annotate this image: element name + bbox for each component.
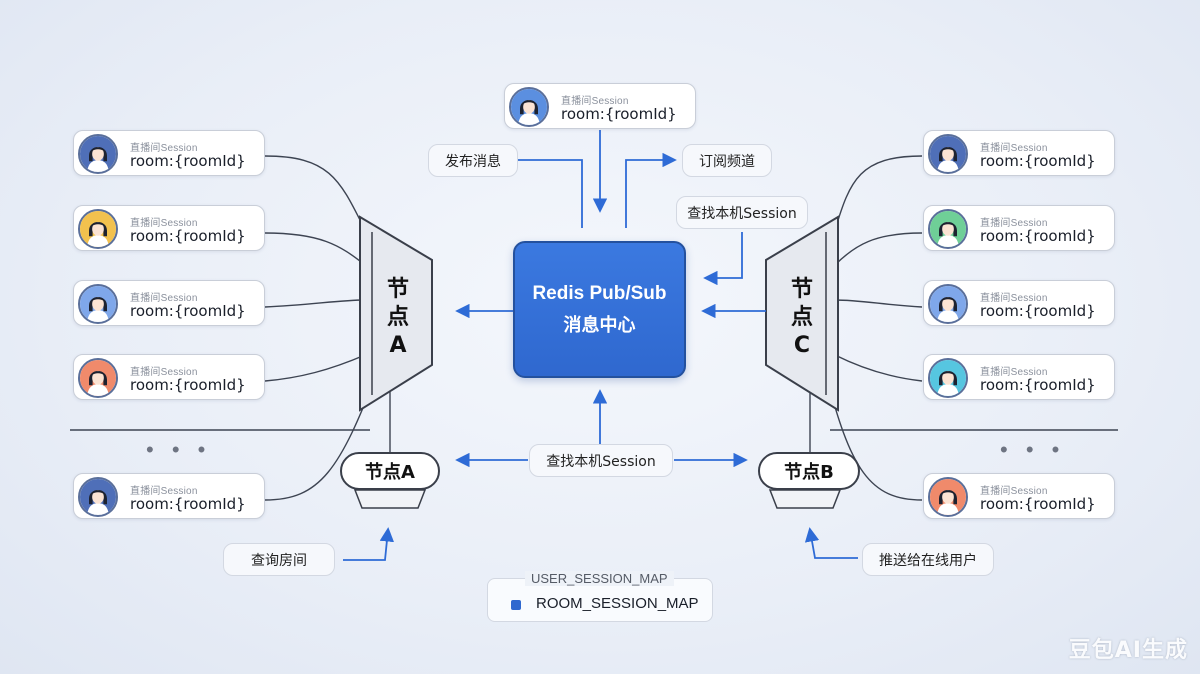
session-card-right-5[interactable]: 直播间Session room:{roomId} — [923, 473, 1115, 519]
user-avatar-icon — [78, 477, 118, 517]
session-card-top[interactable]: 直播间Session room:{roomId} — [504, 83, 696, 129]
blue-arrows — [343, 130, 858, 561]
node-c-label: 节 点 C — [790, 277, 813, 358]
node-b-base — [768, 489, 842, 509]
user-avatar-icon — [928, 209, 968, 249]
user-avatar-icon — [928, 477, 968, 517]
wire — [834, 155, 923, 231]
find-local-session-tag-bottom[interactable]: 查找本机Session — [529, 444, 673, 477]
publish-message-tag[interactable]: 发布消息 — [428, 144, 518, 177]
wire — [264, 232, 366, 266]
user-session-map-title: USER_SESSION_MAP — [525, 571, 674, 586]
user-avatar-icon — [928, 134, 968, 174]
wire — [834, 299, 923, 308]
redis-title: Redis Pub/Sub — [532, 282, 667, 304]
arrow-push-online — [804, 527, 858, 559]
session-room: room:{roomId} — [980, 495, 1096, 513]
ellipsis-left: • • • — [146, 437, 212, 462]
session-card-left-3[interactable]: 直播间Session room:{roomId} — [73, 280, 265, 326]
session-label: 直播间Session — [980, 367, 1048, 378]
user-avatar-icon — [78, 134, 118, 174]
session-room: room:{roomId} — [980, 376, 1096, 394]
user-avatar-icon — [928, 358, 968, 398]
session-room: room:{roomId} — [130, 227, 246, 245]
wire — [264, 155, 366, 231]
pill-bases — [353, 489, 842, 509]
session-room: room:{roomId} — [130, 376, 246, 394]
session-label: 直播间Session — [980, 293, 1048, 304]
node-c-trapezoid — [765, 215, 839, 412]
session-label: 直播间Session — [130, 218, 198, 229]
arrow-find-local-top — [703, 232, 743, 286]
redis-pubsub-center[interactable]: Redis Pub/Sub 消息中心 — [513, 241, 686, 378]
session-card-left-1[interactable]: 直播间Session room:{roomId} — [73, 130, 265, 176]
ellipsis-right: • • • — [1000, 437, 1066, 462]
query-room-tag[interactable]: 查询房间 — [223, 543, 335, 576]
arrow-subscribe — [625, 152, 677, 228]
wire — [264, 354, 366, 382]
user-avatar-icon — [509, 87, 549, 127]
session-card-left-4[interactable]: 直播间Session room:{roomId} — [73, 354, 265, 400]
session-label: 直播间Session — [130, 143, 198, 154]
node-connectors — [389, 392, 811, 452]
node-a-trapezoid — [359, 215, 433, 412]
session-card-right-1[interactable]: 直播间Session room:{roomId} — [923, 130, 1115, 176]
session-room: room:{roomId} — [980, 302, 1096, 320]
find-local-session-tag-top[interactable]: 查找本机Session — [676, 196, 808, 229]
session-label: 直播间Session — [561, 96, 629, 107]
session-label: 直播间Session — [980, 218, 1048, 229]
session-room: room:{roomId} — [980, 227, 1096, 245]
session-card-right-3[interactable]: 直播间Session room:{roomId} — [923, 280, 1115, 326]
session-card-right-4[interactable]: 直播间Session room:{roomId} — [923, 354, 1115, 400]
session-label: 直播间Session — [980, 143, 1048, 154]
user-avatar-icon — [928, 284, 968, 324]
session-room: room:{roomId} — [130, 302, 246, 320]
push-online-users-tag[interactable]: 推送给在线用户 — [862, 543, 994, 576]
session-room: room:{roomId} — [561, 105, 677, 123]
arrow-publish — [518, 159, 583, 228]
wire — [834, 354, 923, 382]
node-a-base — [353, 489, 427, 509]
session-room: room:{roomId} — [980, 152, 1096, 170]
session-card-left-2[interactable]: 直播间Session room:{roomId} — [73, 205, 265, 251]
session-room: room:{roomId} — [130, 495, 246, 513]
session-label: 直播间Session — [980, 486, 1048, 497]
session-card-left-5[interactable]: 直播间Session room:{roomId} — [73, 473, 265, 519]
node-a-pill[interactable]: 节点A — [340, 452, 440, 490]
node-a-label: 节 点 A — [386, 277, 409, 358]
session-label: 直播间Session — [130, 486, 198, 497]
node-b-pill[interactable]: 节点B — [758, 452, 860, 490]
redis-subtitle: 消息中心 — [563, 314, 636, 336]
user-avatar-icon — [78, 209, 118, 249]
session-label: 直播间Session — [130, 293, 198, 304]
subscribe-channel-tag[interactable]: 订阅频道 — [682, 144, 772, 177]
map-square-icon — [511, 600, 521, 610]
user-avatar-icon — [78, 284, 118, 324]
arrow-query-room — [343, 527, 395, 561]
wire — [834, 232, 923, 266]
session-label: 直播间Session — [130, 367, 198, 378]
session-room: room:{roomId} — [130, 152, 246, 170]
wire — [264, 299, 366, 308]
session-card-right-2[interactable]: 直播间Session room:{roomId} — [923, 205, 1115, 251]
room-session-map-text: ROOM_SESSION_MAP — [536, 595, 699, 612]
watermark: 豆包AI生成 — [1068, 638, 1188, 663]
user-avatar-icon — [78, 358, 118, 398]
